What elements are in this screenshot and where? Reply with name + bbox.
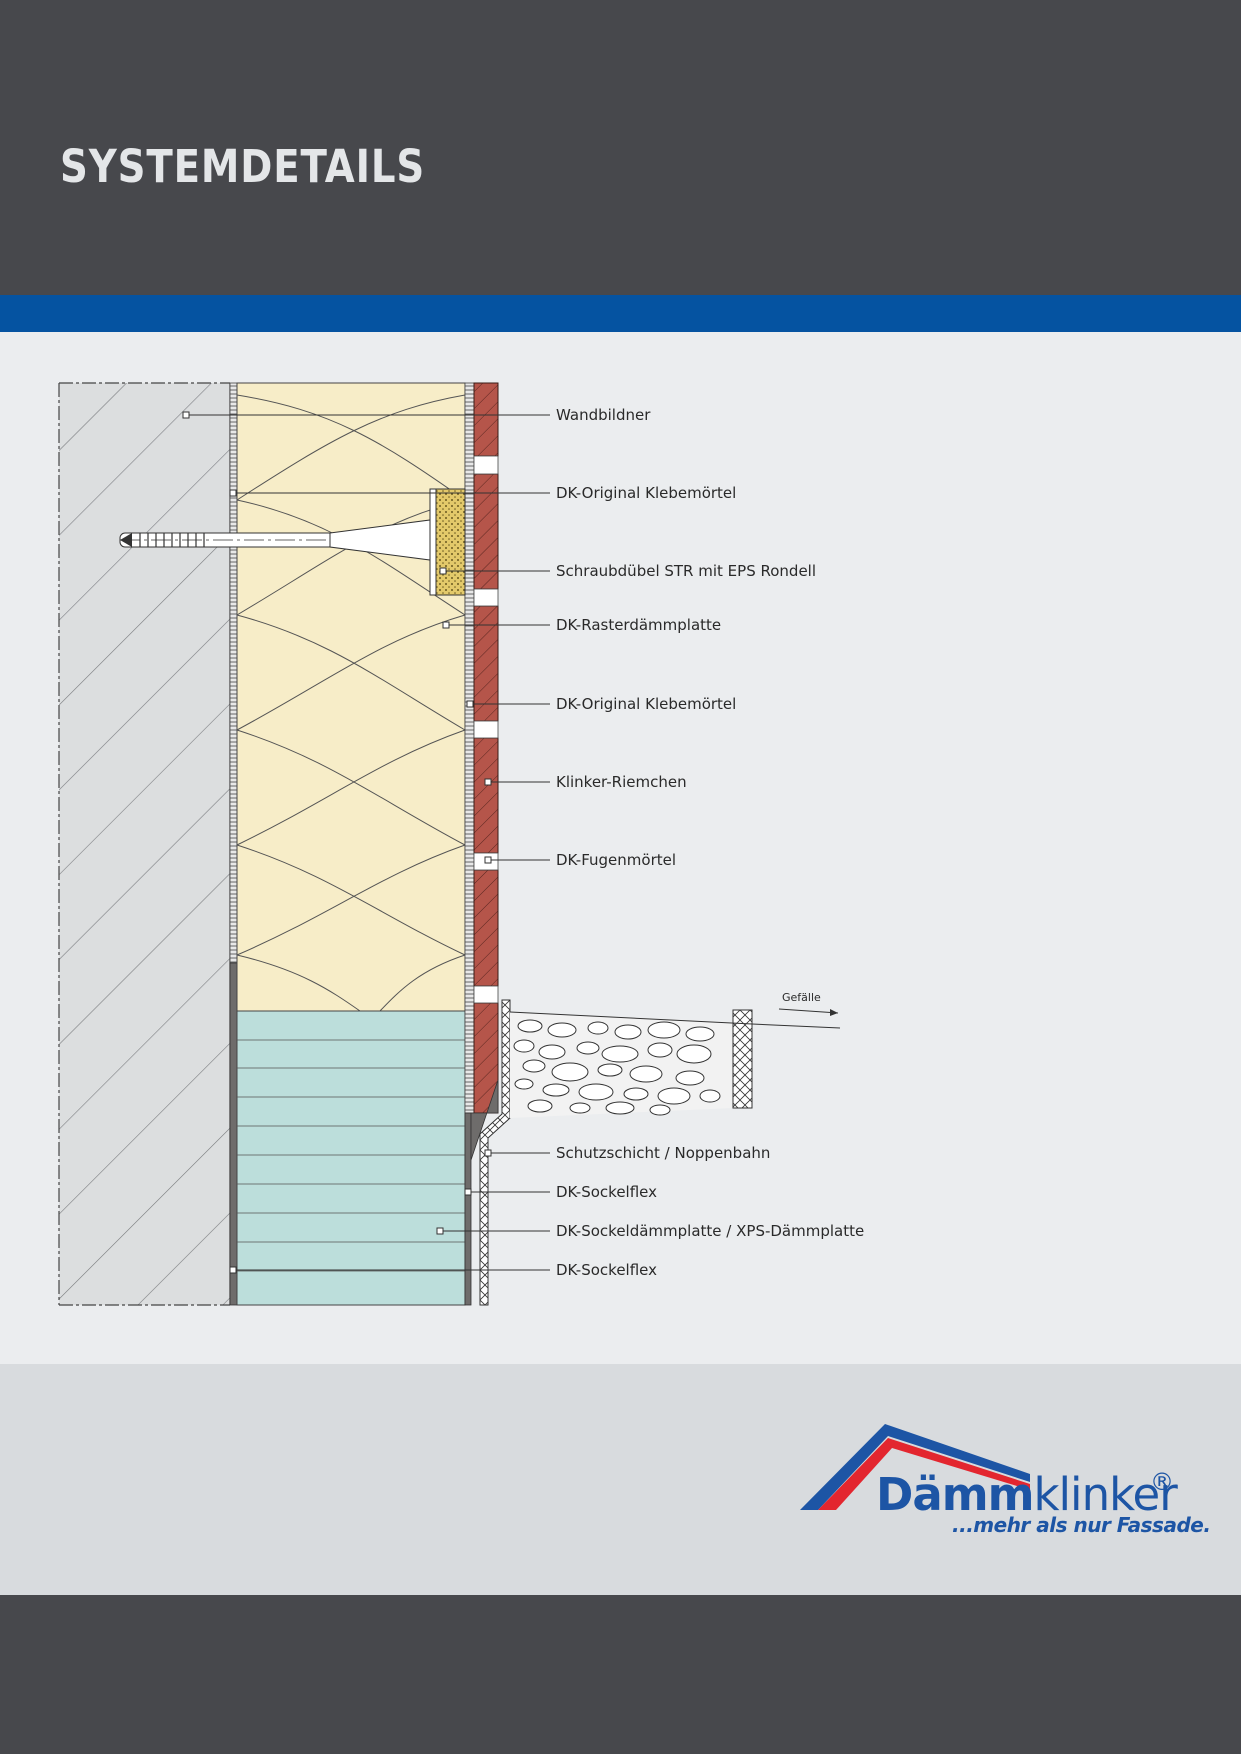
label-schraubduebel: Schraubdübel STR mit EPS Rondell	[556, 562, 816, 580]
wall-section	[59, 383, 230, 1305]
adhesive-layer-inner	[229, 382, 238, 964]
label-sockelflex-2: DK-Sockelflex	[556, 1261, 657, 1279]
label-fugenmoertel: DK-Fugenmörtel	[556, 851, 676, 869]
company-logo: Dämmklinker ® ...mehr als nur Fassade.	[800, 1424, 1211, 1537]
accent-stripe	[0, 295, 1241, 332]
logo-wordmark: Dämmklinker	[876, 1468, 1178, 1521]
logo-band	[0, 1364, 1241, 1595]
leader-lines	[182, 411, 550, 1274]
sockelflex-outer	[464, 1112, 472, 1306]
screw-anchor	[119, 488, 466, 596]
roof-icon	[800, 1424, 1030, 1510]
gravel-bed	[510, 1012, 733, 1118]
header-band	[0, 0, 1241, 295]
label-sockeldaemmplatte: DK-Sockeldämmplatte / XPS-Dämmplatte	[556, 1222, 864, 1240]
base-seal	[470, 1079, 499, 1161]
label-klebemoertel-2: DK-Original Klebemörtel	[556, 695, 736, 713]
logo-tagline: ...mehr als nur Fassade.	[952, 1513, 1210, 1537]
xps-insulation-board	[236, 1010, 466, 1306]
sockelflex-inner	[229, 962, 238, 1306]
page-title: SYSTEMDETAILS	[60, 140, 426, 193]
label-wandbildner: Wandbildner	[556, 406, 651, 424]
edge-profile	[732, 1009, 753, 1109]
mortar-joints	[473, 455, 499, 1004]
label-klinker-riemchen: Klinker-Riemchen	[556, 773, 687, 791]
label-klebemoertel-1: DK-Original Klebemörtel	[556, 484, 736, 502]
slope-label: Gefälle	[782, 991, 821, 1004]
registered-mark: ®	[1150, 1468, 1174, 1496]
roof-red-stripe	[818, 1438, 1030, 1510]
footer-band	[0, 1595, 1241, 1754]
label-sockelflex-1: DK-Sockelflex	[556, 1183, 657, 1201]
label-schutzschicht: Schutzschicht / Noppenbahn	[556, 1144, 770, 1162]
insulation-board	[236, 382, 466, 1012]
label-rasterdaemmplatte: DK-Rasterdämmplatte	[556, 616, 721, 634]
